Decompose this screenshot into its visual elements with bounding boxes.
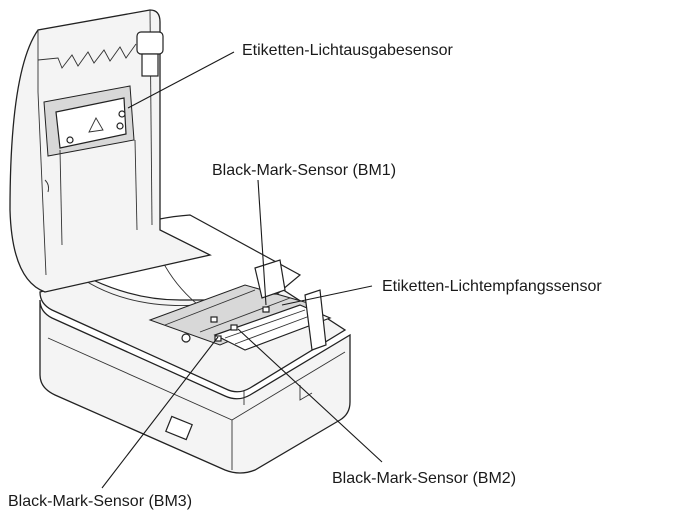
leader-bm3 (101, 336, 219, 489)
leader-bm1 (257, 179, 267, 306)
label-bm1: Black-Mark-Sensor (BM1) (212, 162, 397, 179)
label-receive-sensor: Etiketten-Lichtempfangssensor (382, 278, 602, 295)
printer-lid (9, 9, 212, 293)
leader-label-output-sensor (127, 51, 235, 109)
leader-lines (101, 51, 383, 489)
leader-bm2 (237, 328, 383, 463)
printer-base (39, 299, 351, 474)
label-bm3: Black-Mark-Sensor (BM3) (8, 493, 193, 510)
label-bm2: Black-Mark-Sensor (BM2) (332, 470, 517, 487)
leader-label-receive-sensor (281, 285, 373, 306)
label-output-sensor: Etiketten-Lichtausgabesensor (242, 42, 453, 59)
